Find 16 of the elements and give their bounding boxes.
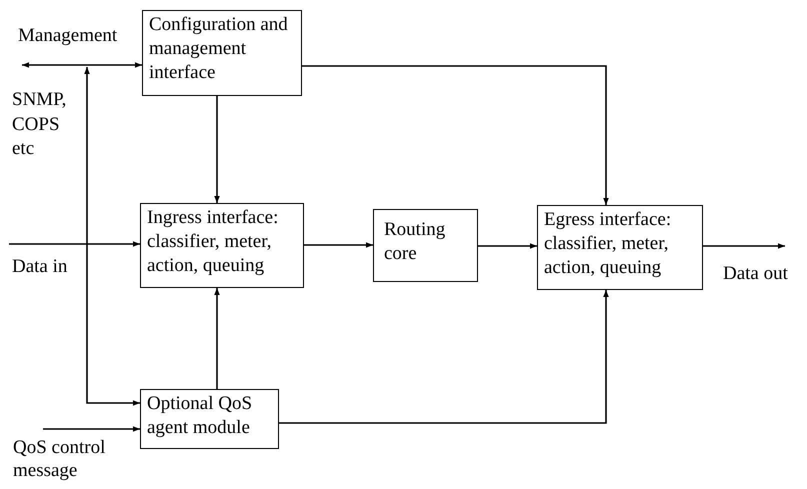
process-box: Optional QoS agent module [140,389,279,449]
arrow [304,242,373,248]
arrow [302,65,609,205]
arrow [9,241,140,247]
arrow [279,290,609,424]
process-box: Ingress interface: classifier, meter, action, queuing [140,203,304,288]
arrow [22,62,142,68]
arrow [478,243,537,249]
arrow [214,288,220,389]
arrow [214,96,220,203]
arrow [703,243,785,249]
process-box: Configuration and management interface [142,10,302,96]
process-box: Egress interface: classifier, meter, action, queuing [537,205,703,290]
arrow [84,67,140,406]
arrow [43,426,140,432]
process-box: Routing core [373,209,478,282]
